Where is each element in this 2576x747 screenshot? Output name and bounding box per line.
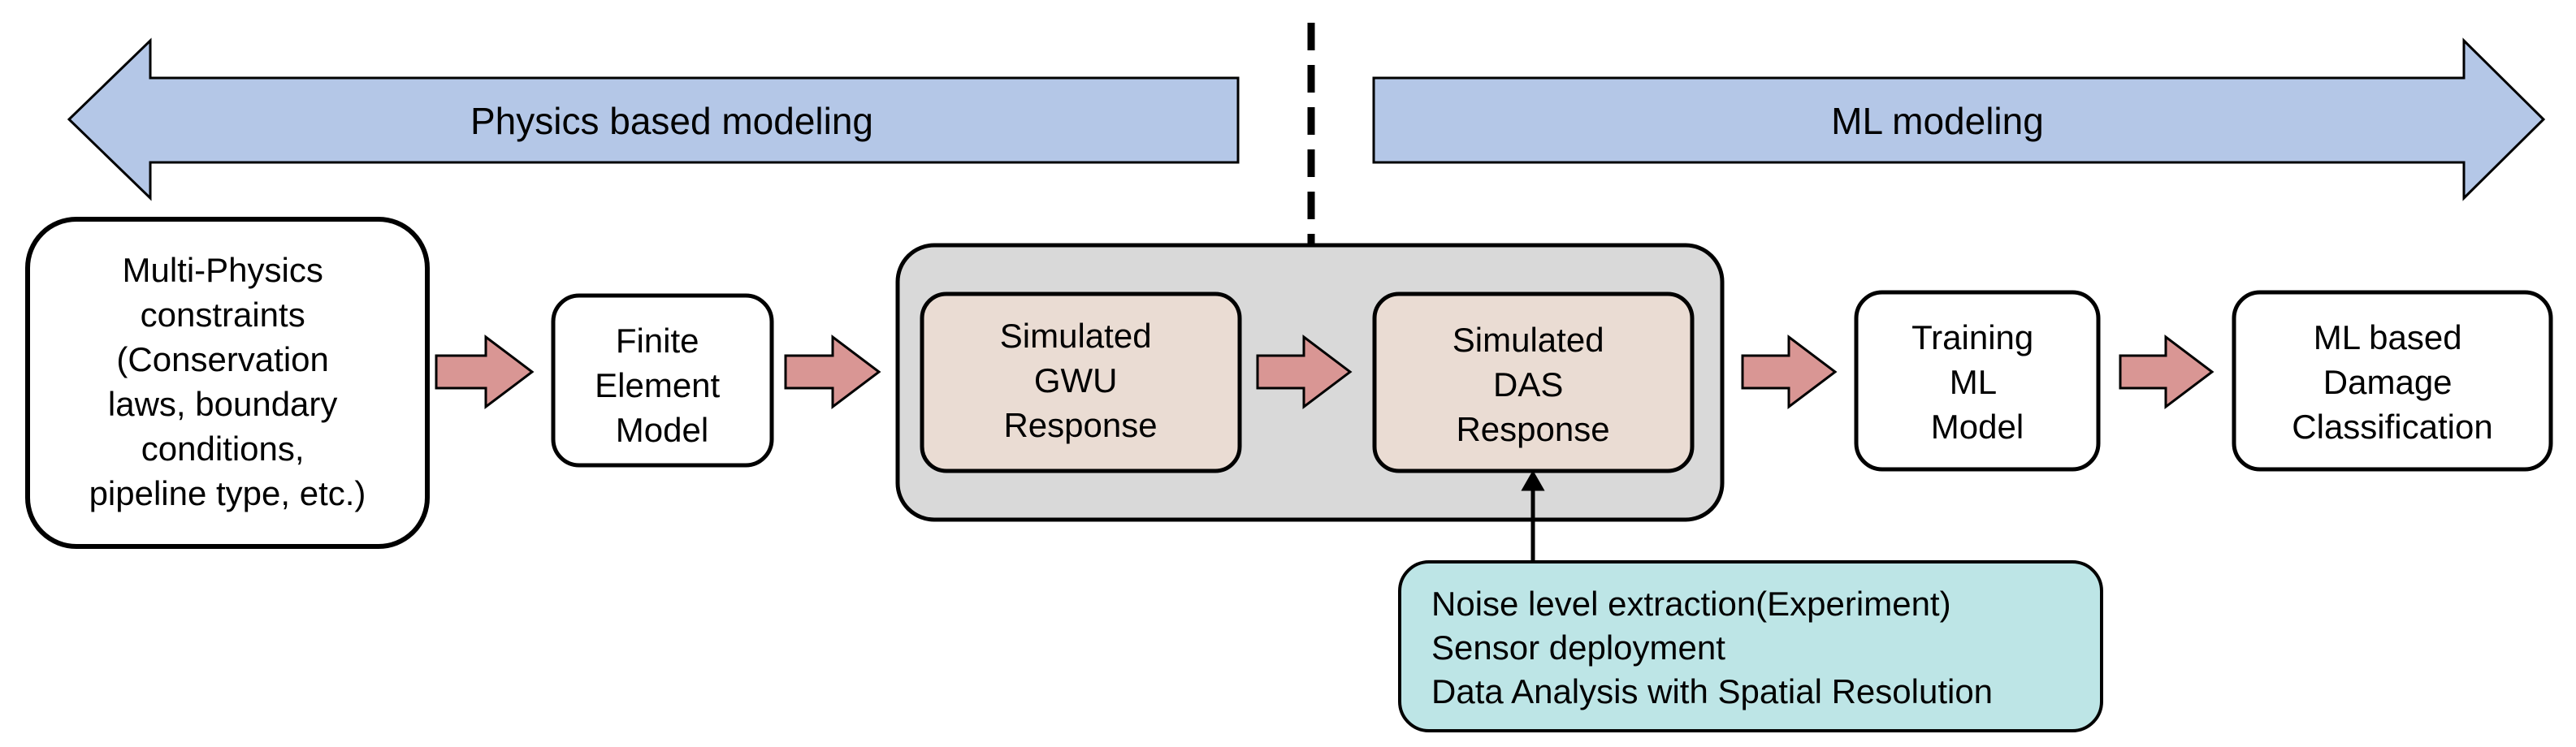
das-text: Simulated DAS Response [1453, 321, 1613, 448]
flow-arrow-2 [784, 334, 881, 410]
notes-box [1398, 560, 2103, 732]
flow-arrow-5 [2119, 334, 2214, 410]
fem-text: Finite Element Model [595, 322, 730, 449]
ml-banner-label: ML modeling [1831, 100, 2044, 142]
flow-arrow-3 [1256, 334, 1353, 410]
ml-banner-arrow [1372, 37, 2546, 201]
flow-arrow-1 [435, 334, 535, 410]
physics-banner-arrow [67, 37, 1240, 201]
gwu-box [920, 291, 1242, 473]
training-text: Training ML Model [1911, 318, 2043, 446]
classification-text: ML based Damage Classification [2292, 318, 2492, 446]
classification-box [2232, 290, 2553, 472]
gwu-text: Simulated GWU Response [1000, 317, 1161, 444]
fem-box [551, 293, 774, 468]
constraints-text: Multi-Physics constraints (Conservation … [89, 251, 366, 512]
flow-arrow-4 [1741, 334, 1838, 410]
notes-text: Noise level extraction(Experiment) Senso… [1431, 585, 1993, 710]
constraints-box [25, 217, 430, 549]
physics-banner-label: Physics based modeling [470, 100, 873, 142]
notes-to-das-arrowhead [1521, 469, 1545, 491]
training-box [1854, 290, 2101, 472]
